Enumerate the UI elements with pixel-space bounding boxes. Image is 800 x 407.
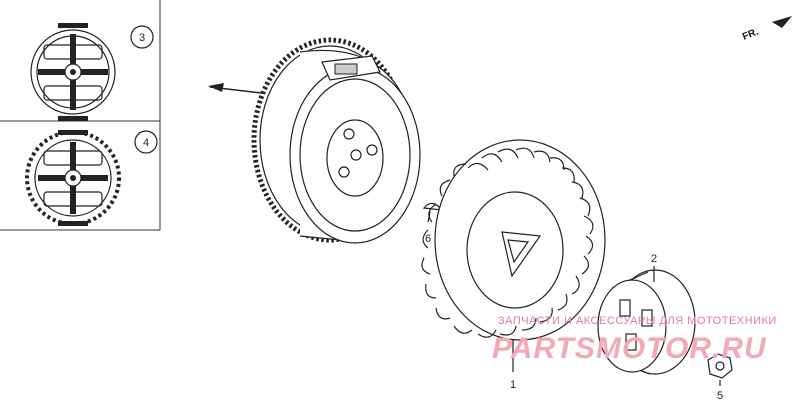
- front-direction-indicator: FR.: [741, 16, 792, 43]
- callout-6: 6: [425, 233, 431, 245]
- flywheel: [208, 37, 421, 244]
- callout-5: 5: [717, 390, 723, 402]
- callout-3: 3: [139, 32, 145, 44]
- callout-4: 4: [143, 137, 149, 149]
- variant-inset-panel: 3 4: [0, 0, 161, 231]
- callout-1: 1: [510, 379, 516, 391]
- flywheel-variant-4: 4: [25, 130, 158, 226]
- cooling-fan: 1: [421, 139, 606, 391]
- watermark-brand: PARTSMOTOR.RU: [492, 332, 767, 365]
- flywheel-variant-3: 3: [30, 23, 154, 121]
- removal-arrow-head-icon: [208, 83, 224, 92]
- callout-2: 2: [651, 253, 657, 265]
- front-direction-label: FR.: [741, 26, 760, 42]
- front-arrow-icon: [772, 16, 792, 28]
- watermark-tagline: ЗАПЧАСТИ И АКСЕССУАРЫ ДЛЯ МОТОТЕХНИКИ: [498, 315, 777, 327]
- watermark: ЗАПЧАСТИ И АКСЕССУАРЫ ДЛЯ МОТОТЕХНИКИ PA…: [492, 315, 777, 365]
- flange-nut: 5: [707, 353, 733, 402]
- starter-pulley: 2: [597, 253, 696, 375]
